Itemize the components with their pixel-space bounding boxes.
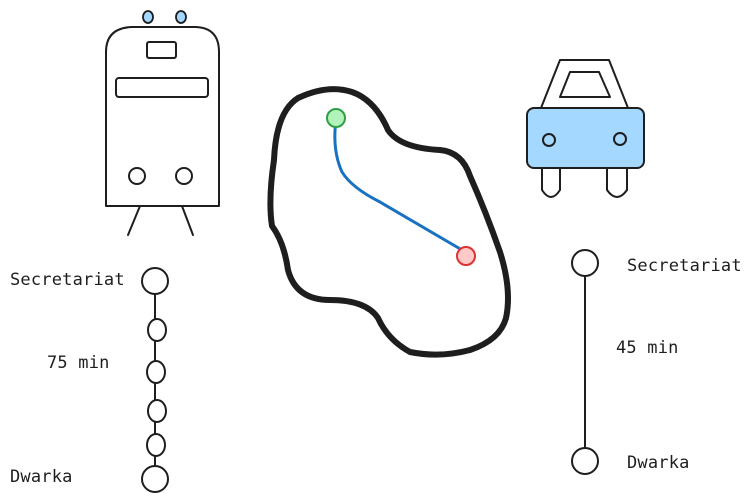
train-front-window	[115, 77, 209, 98]
car-origin-label: Secretariat	[627, 256, 742, 276]
car-headlight-left	[542, 133, 556, 147]
train-lamp-left	[128, 167, 146, 185]
train-leg-left	[127, 205, 141, 236]
car-route-line	[571, 249, 599, 475]
map-start-marker	[326, 108, 346, 128]
car-headlight-right	[613, 132, 627, 146]
car-wheel-left	[541, 167, 561, 198]
map-boundary	[267, 86, 511, 358]
train-stop-origin	[141, 267, 169, 295]
train-stop-destination	[141, 465, 169, 493]
train-lamp-right	[175, 167, 193, 185]
train-destination-label: Dwarka	[10, 467, 73, 487]
train-stop-intermediate	[146, 360, 166, 384]
car-icon	[526, 59, 645, 198]
train-stop-intermediate	[147, 318, 167, 342]
train-origin-label: Secretariat	[10, 270, 125, 290]
metro-train-icon	[105, 10, 220, 236]
car-roof	[540, 59, 629, 109]
train-route-line	[141, 267, 169, 493]
car-stop-origin	[571, 249, 599, 277]
train-leg-right	[181, 205, 194, 236]
train-headlight-left	[142, 10, 154, 24]
map-end-marker	[456, 246, 476, 266]
car-windshield	[559, 71, 611, 98]
train-body	[105, 26, 220, 207]
car-wheel-right	[606, 167, 628, 198]
city-map-icon	[267, 86, 511, 358]
car-destination-label: Dwarka	[627, 453, 690, 473]
train-destination-window	[146, 41, 177, 59]
train-headlight-right	[175, 10, 187, 24]
train-stop-intermediate	[147, 399, 167, 423]
map-route-line	[333, 118, 464, 252]
train-duration-label: 75 min	[47, 353, 110, 373]
train-stop-intermediate	[146, 433, 166, 457]
car-stop-destination	[571, 447, 599, 475]
car-duration-label: 45 min	[616, 338, 679, 358]
car-body	[526, 107, 645, 169]
